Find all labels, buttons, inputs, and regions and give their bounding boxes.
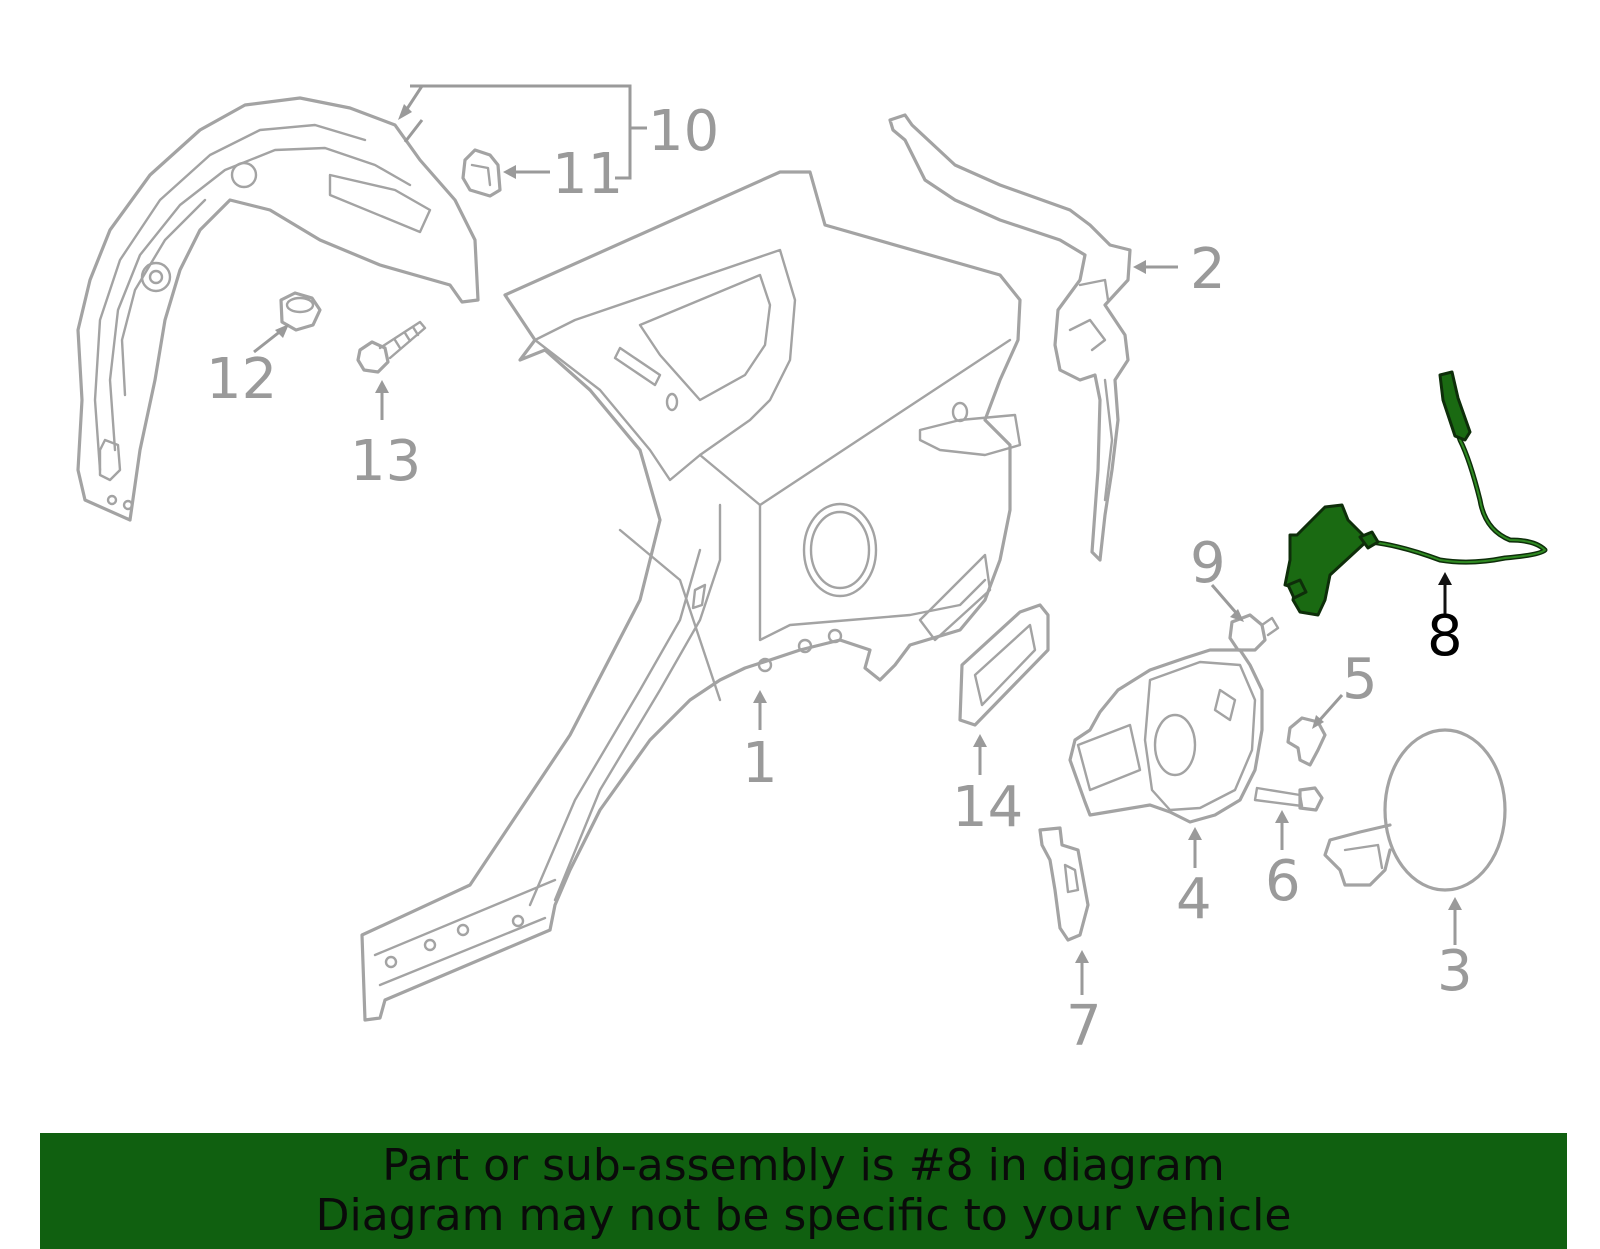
part-8-actuator-highlighted xyxy=(1283,370,1548,617)
callout-13: 13 xyxy=(350,429,421,494)
part-9-grommet xyxy=(1228,613,1280,652)
callout-5: 5 xyxy=(1342,647,1378,712)
callout-7: 7 xyxy=(1066,994,1102,1059)
part-3-fuel-door xyxy=(1323,728,1507,892)
part-14-panel xyxy=(958,603,1050,727)
part-6-bolt xyxy=(1253,786,1324,812)
callout-labels: 10 11 12 13 2 1 14 9 5 6 4 7 3 8 xyxy=(206,99,1473,1059)
part-10-wheel-liner xyxy=(76,96,480,522)
callout-10: 10 xyxy=(648,99,719,164)
part-4-filler-housing xyxy=(1068,648,1264,824)
part-7-bracket xyxy=(1038,826,1090,942)
part-5-clip xyxy=(1286,716,1327,767)
part-12-nut xyxy=(279,291,322,332)
callout-2: 2 xyxy=(1190,237,1226,302)
info-banner: Part or sub-assembly is #8 in diagram Di… xyxy=(40,1133,1567,1249)
callout-3: 3 xyxy=(1437,939,1473,1004)
banner-line-1: Part or sub-assembly is #8 in diagram xyxy=(382,1140,1225,1191)
leader-lines xyxy=(253,84,1462,995)
part-11-clip xyxy=(461,148,502,198)
callout-8-highlighted: 8 xyxy=(1427,604,1463,669)
part-1-quarter-panel xyxy=(360,170,1022,1022)
callout-6: 6 xyxy=(1265,849,1301,914)
banner-line-2: Diagram may not be specific to your vehi… xyxy=(315,1190,1292,1241)
callout-9: 9 xyxy=(1190,531,1226,596)
callout-4: 4 xyxy=(1176,867,1212,932)
part-13-screw xyxy=(356,320,427,374)
callout-1: 1 xyxy=(742,731,778,796)
leader-10a xyxy=(403,119,424,143)
callout-14: 14 xyxy=(952,775,1023,840)
callout-12: 12 xyxy=(206,347,277,412)
parts-diagram: 10 11 12 13 2 1 14 9 5 6 4 7 3 8 xyxy=(76,84,1548,1059)
part-2-reinforcement xyxy=(888,113,1132,562)
callout-11: 11 xyxy=(552,142,623,207)
